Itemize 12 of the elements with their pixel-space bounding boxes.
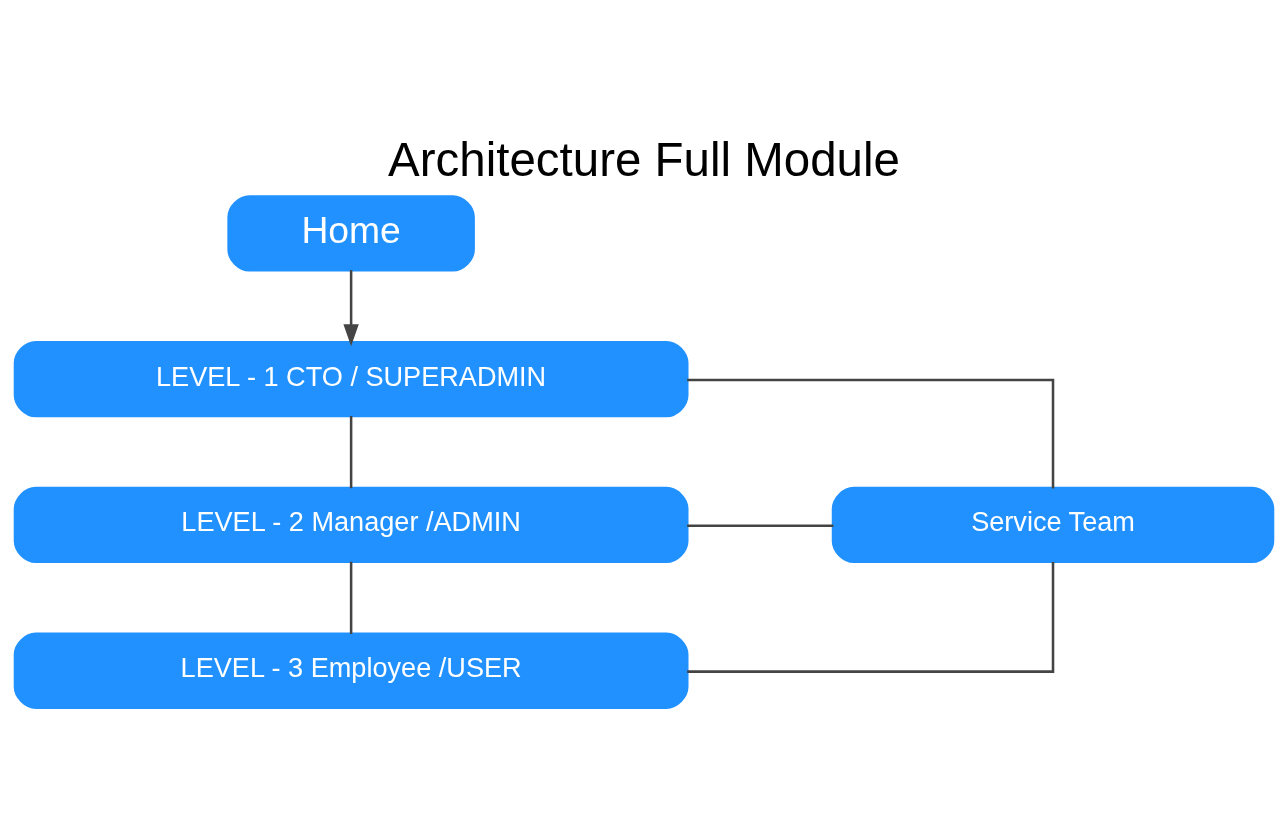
node-box: Service Team (831, 486, 1275, 564)
node-box: LEVEL - 2 Manager /ADMIN (13, 486, 689, 564)
node-box: Home (227, 195, 475, 272)
node-box: LEVEL - 3 Employee /USER (13, 632, 689, 709)
connector (349, 561, 353, 634)
connector (687, 378, 1055, 489)
connector (687, 524, 834, 528)
connector (349, 415, 353, 489)
diagram-title: Architecture Full Module (388, 132, 900, 186)
arrow (343, 270, 359, 347)
node-box: LEVEL - 1 CTO / SUPERADMIN (13, 341, 689, 418)
connector (687, 561, 1055, 673)
